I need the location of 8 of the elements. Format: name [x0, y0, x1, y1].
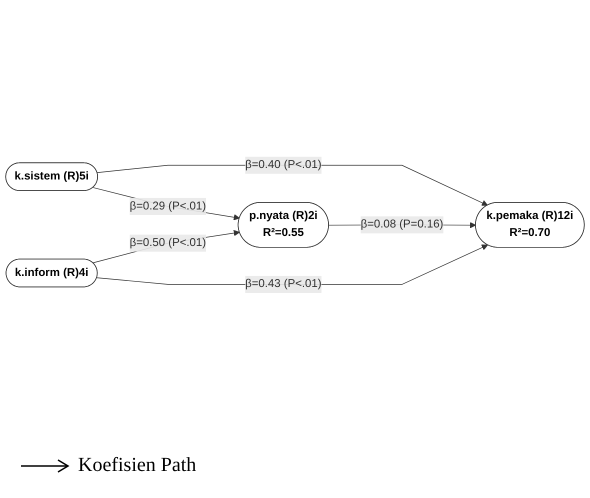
edge-label: β=0.08 (P=0.16)	[360, 218, 444, 231]
edge-label: β=0.29 (P<.01)	[130, 200, 206, 212]
legend-text: Koefisien Path	[78, 454, 196, 477]
arrow	[92, 230, 240, 264]
arrow	[92, 187, 240, 221]
edge-label: β=0.40 (P<.01)	[245, 159, 322, 172]
edge-label: β=0.43 (P<.01)	[245, 278, 322, 290]
edge-label: β=0.50 (P<.01)	[130, 236, 206, 250]
